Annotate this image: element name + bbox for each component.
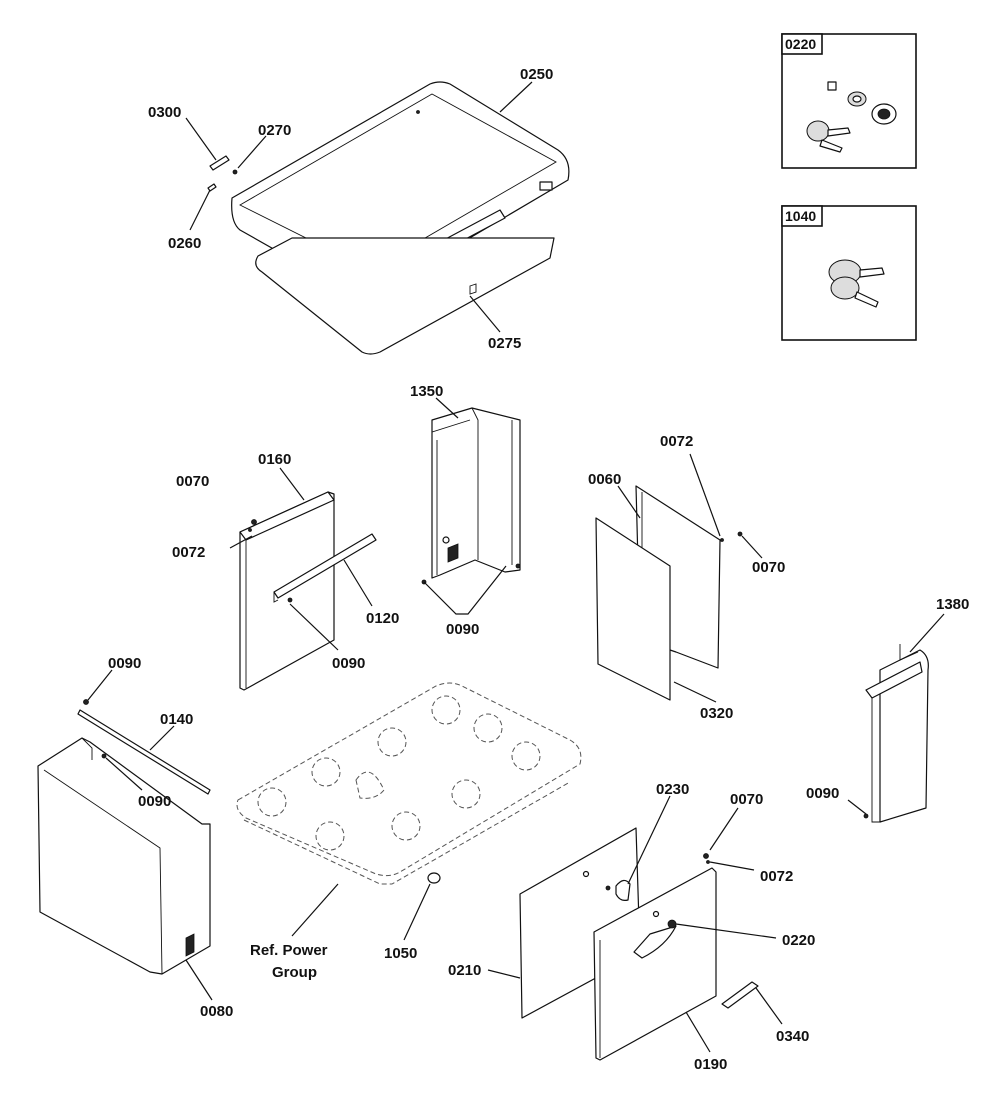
callout-0072-bottom: 0072 [760, 868, 793, 885]
callout-1050: 1050 [384, 945, 417, 962]
screws-drawing [83, 519, 869, 864]
inset-box-1040-label: 1040 [785, 208, 816, 224]
callout-0090-c: 0090 [806, 785, 839, 802]
callout-0260: 0260 [168, 235, 201, 252]
callout-0072-left: 0072 [172, 544, 205, 561]
inset-box-1040: 1040 [781, 205, 917, 341]
callout-0120: 0120 [366, 610, 399, 627]
callout-0230: 0230 [656, 781, 689, 798]
callout-0340: 0340 [776, 1028, 809, 1045]
callout-0140: 0140 [160, 711, 193, 728]
hinge-parts-drawing [207, 155, 238, 192]
callout-0275: 0275 [488, 335, 521, 352]
callout-0220: 0220 [782, 932, 815, 949]
plug-1050-drawing [427, 872, 441, 884]
callout-0090-d: 0090 [108, 655, 141, 672]
callout-0090-b: 0090 [446, 621, 479, 638]
callout-0090-e: 0090 [138, 793, 171, 810]
callout-0300: 0300 [148, 104, 181, 121]
callout-0270: 0270 [258, 122, 291, 139]
lock-cylinder-parts-drawing [806, 81, 897, 153]
rod-0140-drawing [77, 709, 211, 795]
callout-0070-left: 0070 [176, 473, 209, 490]
inset-box-0220: 0220 [781, 33, 917, 169]
callout-0250: 0250 [520, 66, 553, 83]
handle-0340-drawing [721, 981, 759, 1009]
callout-0160: 0160 [258, 451, 291, 468]
callout-0070-bottom: 0070 [730, 791, 763, 808]
side-panel-0080-drawing [37, 737, 211, 975]
callout-0070-right: 0070 [752, 559, 785, 576]
callout-0060: 0060 [588, 471, 621, 488]
callout-0210: 0210 [448, 962, 481, 979]
leader-lines [87, 81, 945, 1053]
panel-1380-drawing [865, 644, 929, 823]
keys-drawing [828, 259, 885, 308]
callout-ref-power-line1: Ref. Power [250, 942, 328, 959]
power-group-ref-drawing [236, 682, 582, 885]
callout-0320: 0320 [700, 705, 733, 722]
callout-0090-a: 0090 [332, 655, 365, 672]
callout-0190: 0190 [694, 1056, 727, 1073]
callout-labels: 0250 0300 0270 0260 0275 1350 0160 0070 … [108, 66, 969, 1073]
callout-1350: 1350 [410, 383, 443, 400]
callout-0080: 0080 [200, 1003, 233, 1020]
latch-0230-drawing [605, 879, 631, 901]
callout-1380: 1380 [936, 596, 969, 613]
door-0190-drawing [593, 867, 717, 1061]
panel-1350-drawing [431, 407, 521, 579]
base-plate-0275-drawing [255, 237, 555, 355]
inset-box-0220-label: 0220 [785, 36, 816, 52]
bracket-0120-drawing [273, 533, 377, 603]
callout-ref-power-line2: Group [272, 964, 317, 981]
panel-0320-drawing [595, 517, 671, 701]
callout-0072-right: 0072 [660, 433, 693, 450]
